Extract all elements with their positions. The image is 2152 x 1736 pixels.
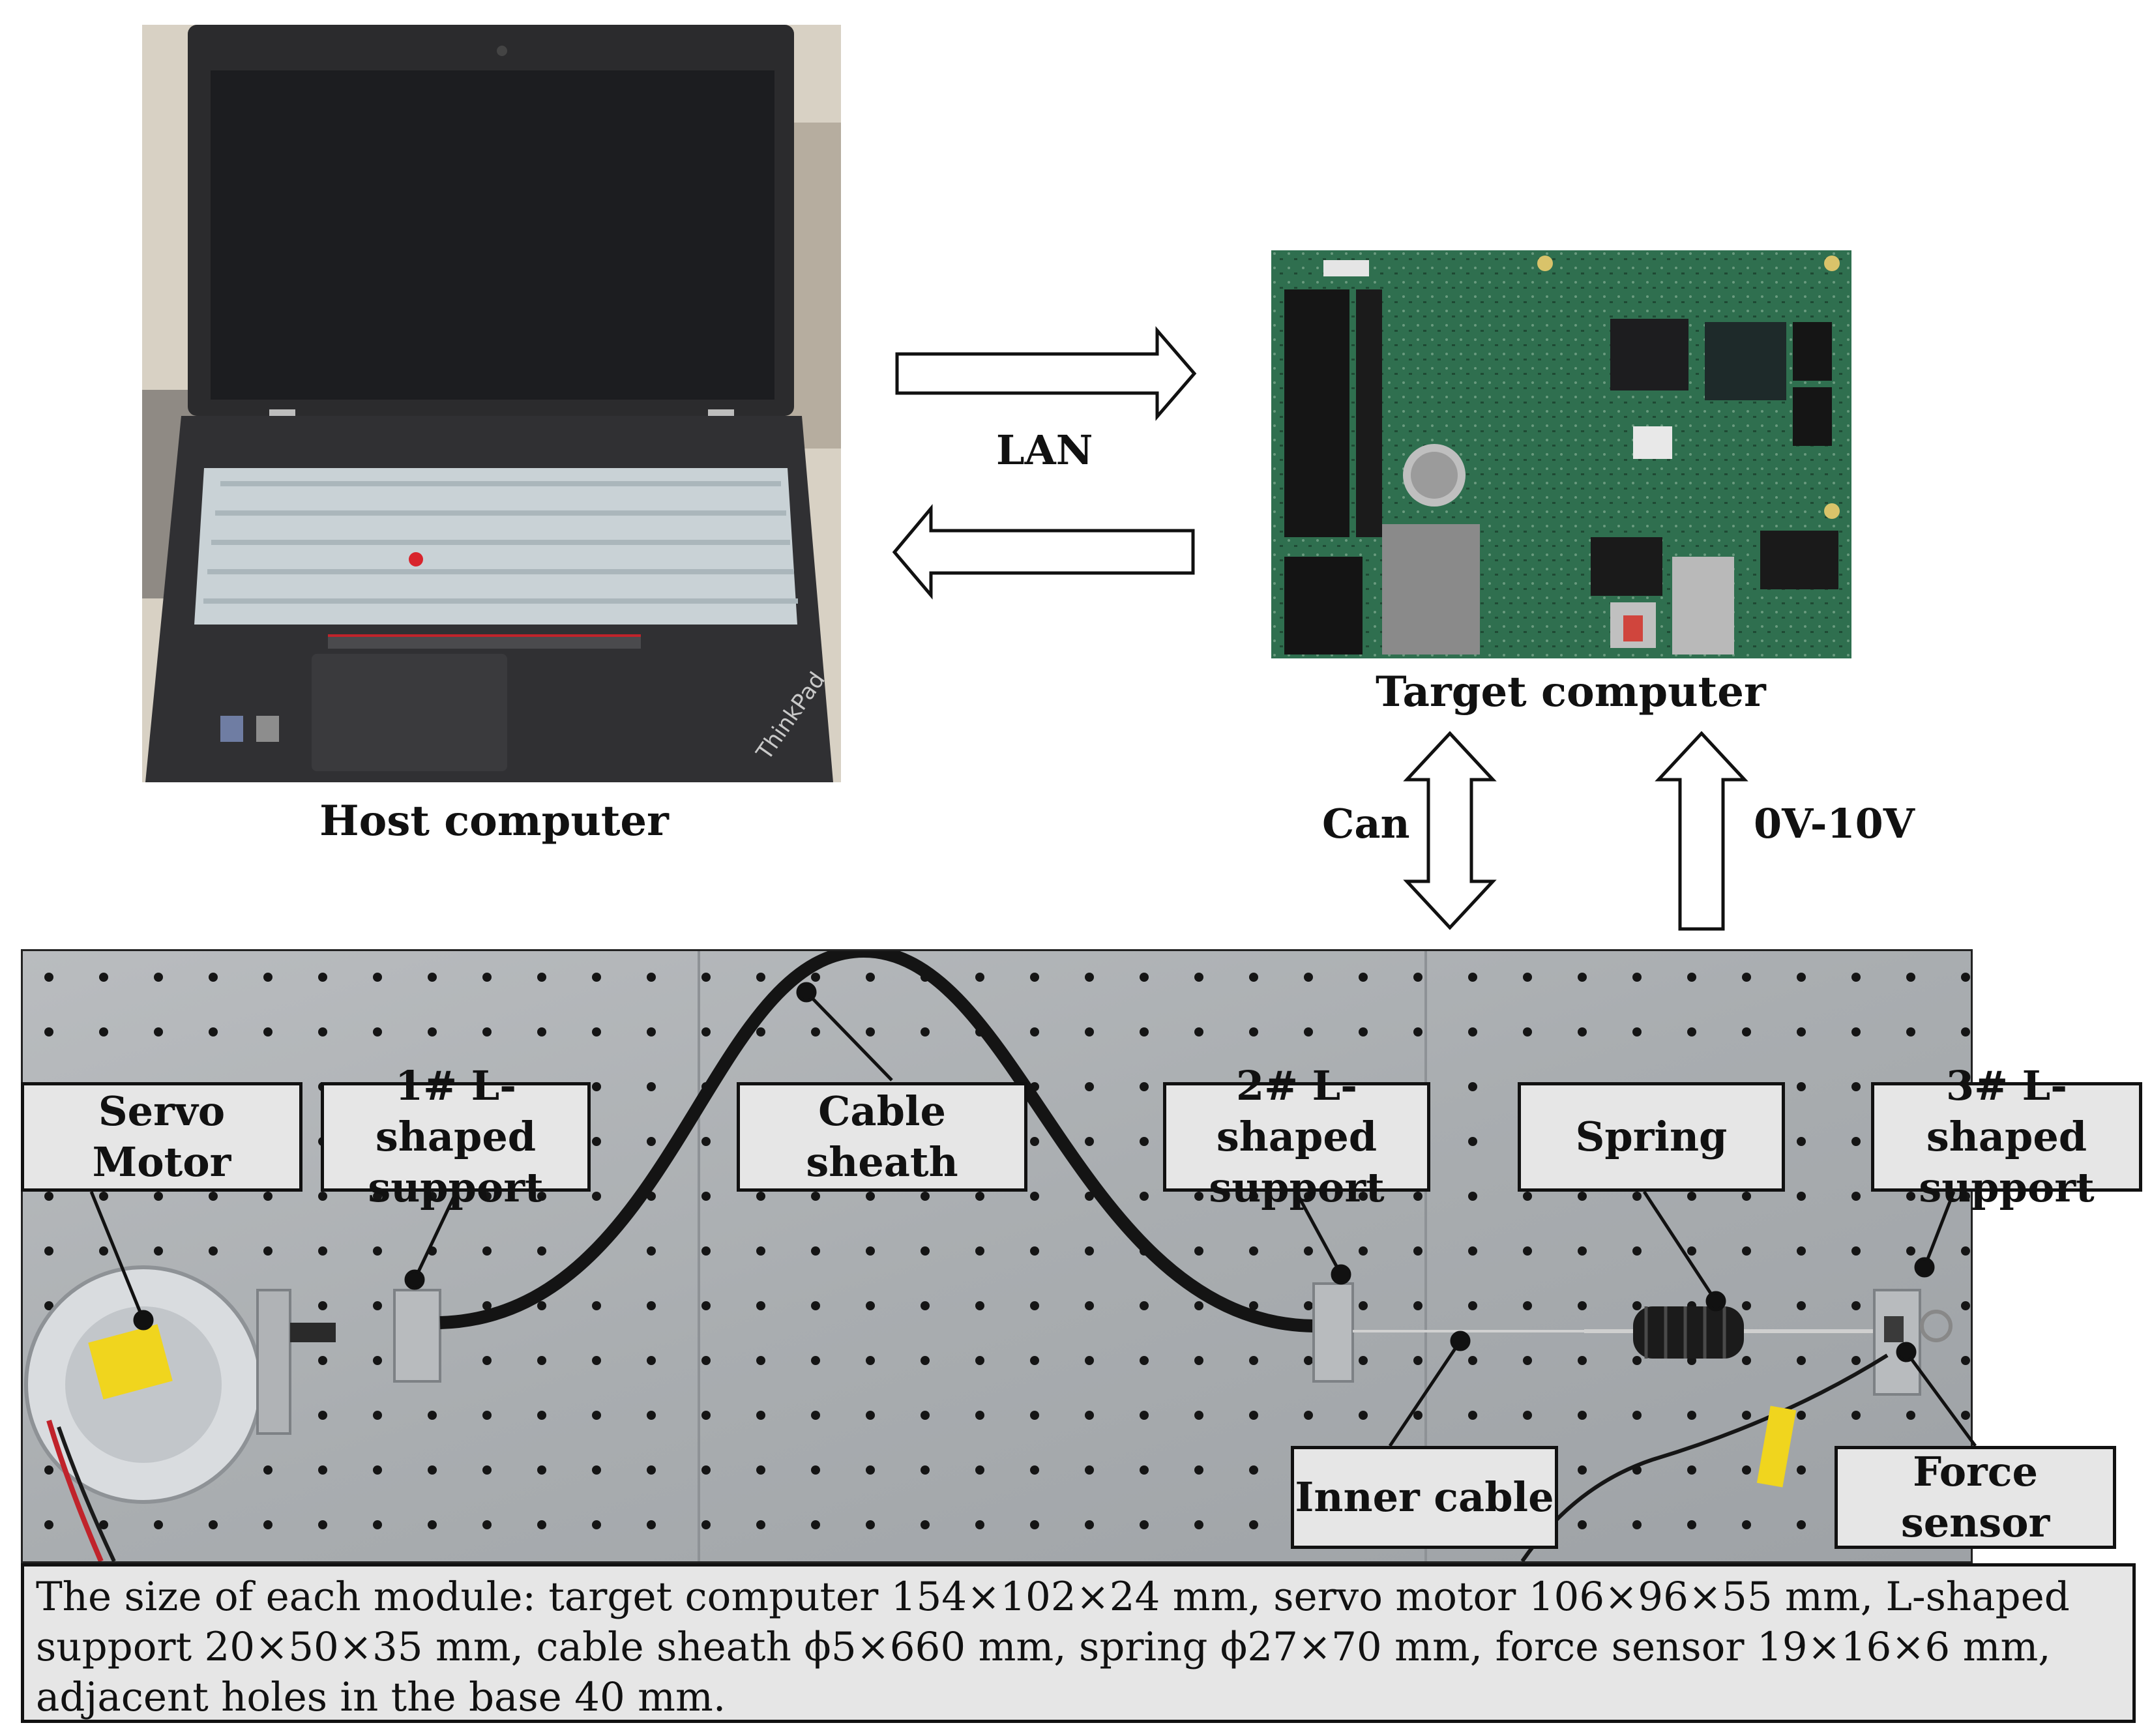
lan-label: LAN	[996, 426, 1093, 474]
can-bidirectional-arrow	[1403, 731, 1497, 930]
pcb-illustration	[1271, 250, 1851, 658]
target-computer-caption: Target computer	[1376, 668, 1766, 716]
voltage-up-arrow	[1655, 731, 1748, 931]
support-3-callout: 3# L-shaped support	[1871, 1062, 2142, 1211]
support-2-callout: 2# L-shaped support	[1163, 1062, 1430, 1211]
spring-callout: Spring	[1518, 1082, 1785, 1192]
voltage-label: 0V-10V	[1754, 800, 1915, 847]
laptop-illustration: ThinkPad	[142, 25, 841, 782]
host-computer-caption: Host computer	[319, 797, 669, 846]
host-computer-photo: ThinkPad	[142, 25, 841, 782]
lan-left-arrow	[892, 504, 1195, 600]
inner-cable-callout: Inner cable	[1291, 1446, 1558, 1549]
cable-sheath-callout: Cable sheath	[737, 1082, 1027, 1192]
test-bench-illustration	[23, 951, 1971, 1561]
test-bench-photo	[21, 949, 1973, 1563]
servo-motor-callout: Servo Motor	[21, 1082, 302, 1192]
target-computer-photo	[1271, 250, 1851, 658]
lan-right-arrow	[895, 326, 1197, 421]
can-label: Can	[1322, 800, 1410, 847]
module-size-note: The size of each module: target computer…	[21, 1563, 2136, 1723]
spring-coil	[1633, 1306, 1744, 1359]
force-sensor-callout: Force sensor	[1835, 1446, 2116, 1549]
support-1-callout: 1# L-shaped support	[321, 1062, 591, 1211]
